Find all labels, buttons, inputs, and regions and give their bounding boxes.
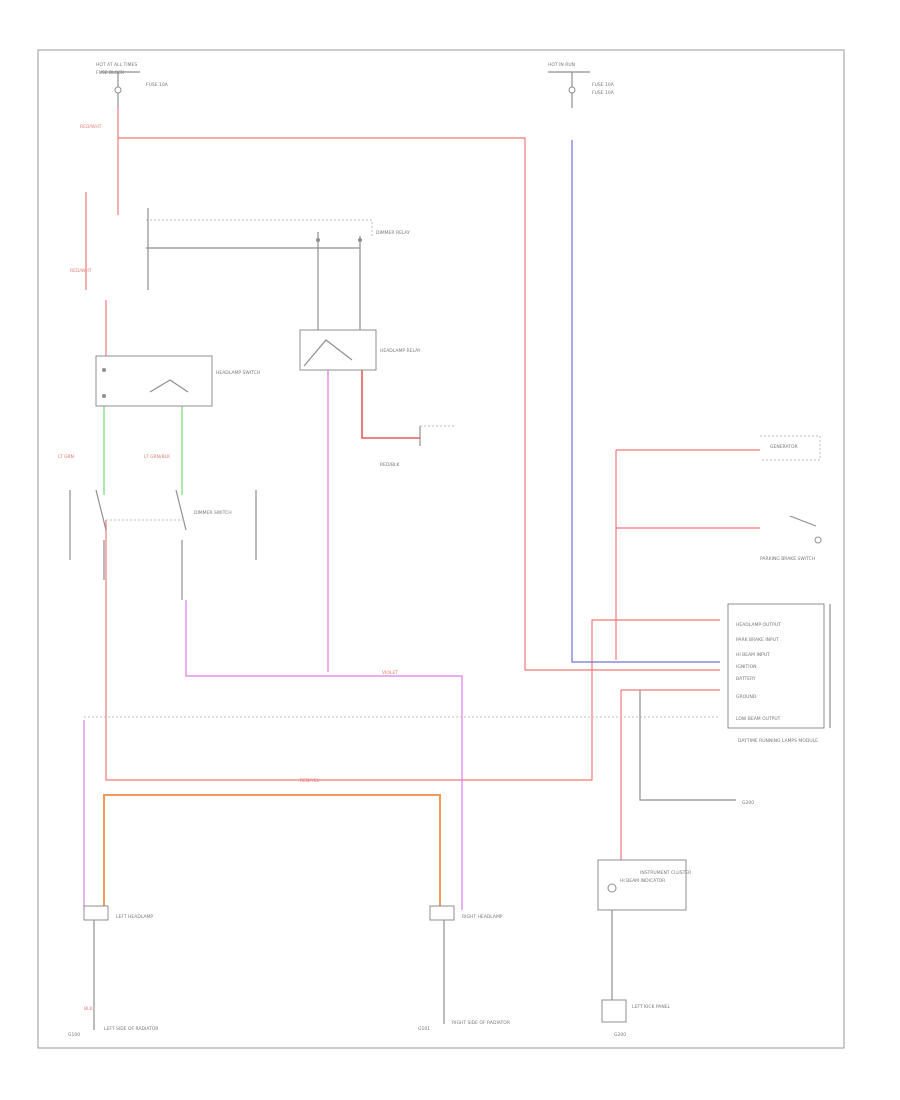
dimmer-switch: DIMMER SWITCH — [69, 489, 257, 600]
svg-text:GROUND: GROUND — [736, 694, 757, 700]
svg-text:G200: G200 — [614, 1032, 626, 1038]
svg-text:DIMMER SWITCH: DIMMER SWITCH — [194, 510, 232, 516]
svg-text:G100: G100 — [68, 1032, 80, 1038]
left-headlamp: LEFT HEADLAMP LEFT SIDE OF RADIATOR G100… — [68, 905, 158, 1038]
instrument-cluster: HI BEAM INDICATOR INSTRUMENT CLUSTER LEF… — [597, 859, 691, 1038]
headlamp-relay: HEADLAMP RELAY — [299, 329, 421, 371]
svg-text:RED/WHT: RED/WHT — [80, 124, 102, 130]
svg-text:FUSE 10A: FUSE 10A — [592, 90, 615, 96]
svg-text:INSTRUMENT CLUSTER: INSTRUMENT CLUSTER — [640, 870, 691, 876]
svg-text:LOW BEAM OUTPUT: LOW BEAM OUTPUT — [736, 716, 781, 722]
svg-text:LT GRN/BLK: LT GRN/BLK — [144, 454, 171, 460]
svg-text:RIGHT SIDE OF RADIATOR: RIGHT SIDE OF RADIATOR — [452, 1020, 510, 1026]
svg-text:G101: G101 — [418, 1026, 430, 1032]
headlamp-switch: HEADLAMP SWITCH — [95, 355, 260, 407]
svg-text:DIMMER RELAY: DIMMER RELAY — [376, 230, 410, 236]
parking-brake-switch: PARKING BRAKE SWITCH — [760, 515, 822, 562]
switch-output-wires: LT GRN LT GRN/BLK — [58, 405, 183, 495]
svg-text:FUSE 10A: FUSE 10A — [146, 82, 169, 88]
diagram-frame — [37, 49, 845, 1049]
fuse-block-left: HOT AT ALL TIMES FUSE BLOCK FUSE 10A — [96, 62, 169, 108]
svg-text:RED/BLK: RED/BLK — [380, 462, 401, 468]
svg-text:HOT AT ALL TIMES: HOT AT ALL TIMES — [96, 62, 137, 68]
svg-text:LEFT HEADLAMP: LEFT HEADLAMP — [116, 914, 153, 920]
svg-text:HEADLAMP SWITCH: HEADLAMP SWITCH — [216, 370, 260, 376]
low-beam-wires: VIOLET — [83, 340, 463, 910]
svg-text:RIGHT HEADLAMP: RIGHT HEADLAMP — [462, 914, 503, 920]
generator: GENERATOR — [760, 435, 821, 461]
svg-text:HOT IN RUN: HOT IN RUN — [548, 62, 575, 68]
svg-text:HEADLAMP RELAY: HEADLAMP RELAY — [380, 348, 421, 354]
svg-text:RED/YEL: RED/YEL — [300, 778, 320, 784]
ignition-wire — [571, 140, 720, 663]
svg-text:FUSE 10A: FUSE 10A — [592, 82, 615, 88]
svg-text:LEFT SIDE OF RADIATOR: LEFT SIDE OF RADIATOR — [104, 1026, 158, 1032]
relay-output-connector: RED/BLK — [380, 425, 456, 468]
fuse-block-right: HOT IN RUN FUSE 10A FUSE 10A — [548, 62, 615, 108]
drl-module: HEADLAMP OUTPUT PARK BRAKE INPUT HI BEAM… — [639, 603, 831, 806]
power-wires: RED/WHT RED/WHT RED/YEL — [70, 108, 760, 860]
svg-text:VIOLET: VIOLET — [382, 670, 398, 676]
svg-text:PARK BRAKE INPUT: PARK BRAKE INPUT — [736, 637, 779, 643]
svg-text:HI BEAM INPUT: HI BEAM INPUT — [736, 652, 770, 658]
svg-text:G200: G200 — [742, 800, 754, 806]
svg-text:HEADLAMP OUTPUT: HEADLAMP OUTPUT — [736, 622, 781, 628]
headlamp-feed-wires — [103, 794, 441, 910]
svg-text:IGNITION: IGNITION — [736, 664, 757, 670]
right-headlamp: RIGHT HEADLAMP RIGHT SIDE OF RADIATOR G1… — [418, 905, 510, 1032]
svg-text:PARKING BRAKE SWITCH: PARKING BRAKE SWITCH — [760, 556, 815, 562]
svg-text:RED/WHT: RED/WHT — [70, 268, 92, 274]
svg-text:HI BEAM INDICATOR: HI BEAM INDICATOR — [620, 878, 665, 884]
svg-text:FUSE BLOCK: FUSE BLOCK — [96, 70, 125, 76]
svg-text:LT GRN: LT GRN — [58, 454, 74, 460]
svg-text:GENERATOR: GENERATOR — [770, 444, 798, 450]
dimmer-relay-wiring: DIMMER RELAY — [146, 208, 410, 330]
svg-text:LEFT KICK PANEL: LEFT KICK PANEL — [632, 1004, 671, 1010]
svg-text:BLK: BLK — [84, 1006, 94, 1012]
svg-text:BATTERY: BATTERY — [736, 676, 756, 682]
svg-text:DAYTIME RUNNING LAMPS MODULE: DAYTIME RUNNING LAMPS MODULE — [738, 738, 818, 744]
